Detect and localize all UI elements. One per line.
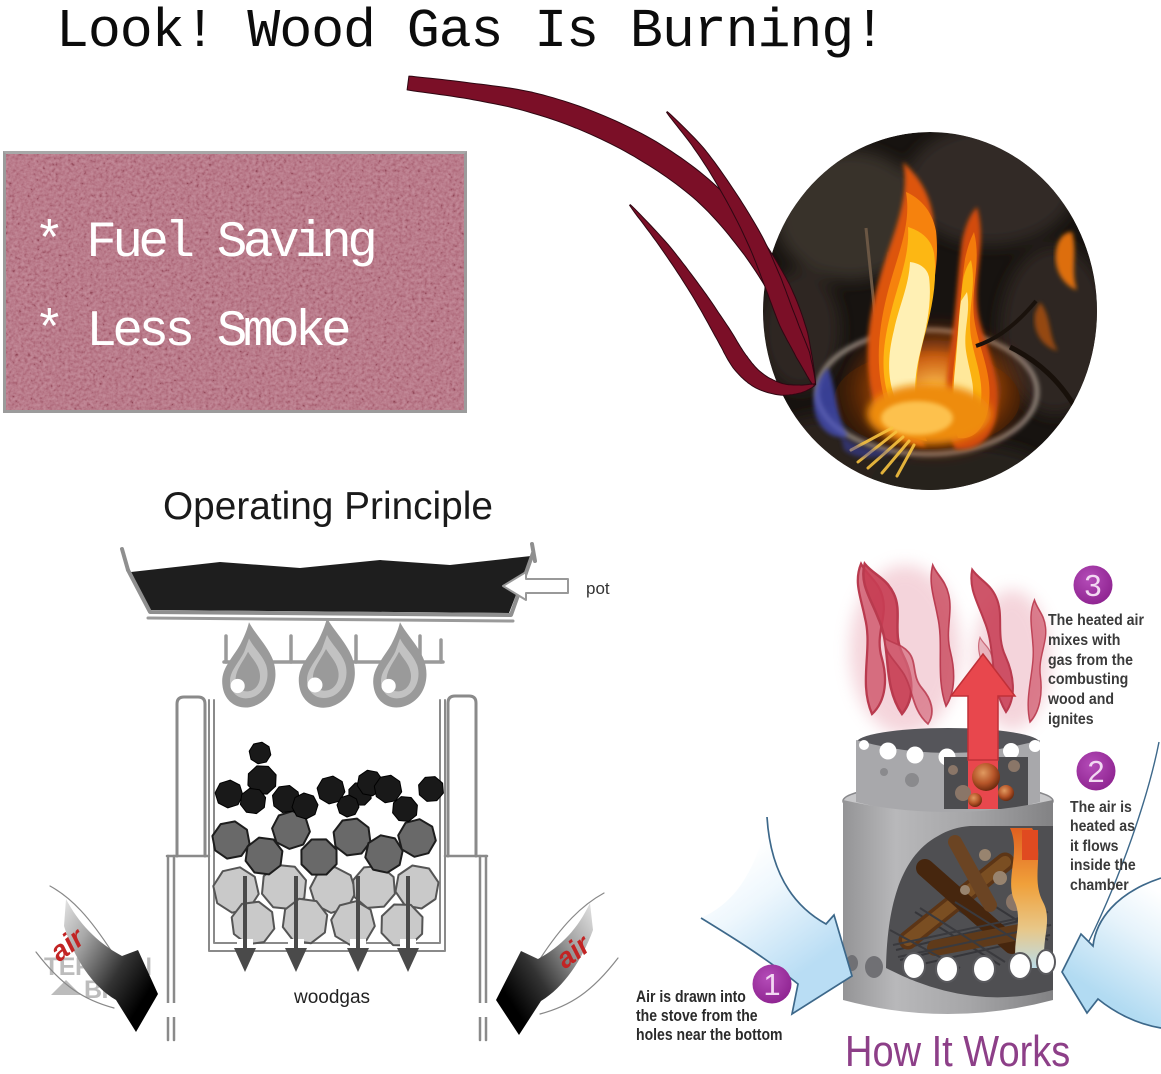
svg-text:2: 2	[1087, 754, 1104, 789]
svg-text:1: 1	[763, 967, 780, 1002]
svg-text:3: 3	[1084, 568, 1101, 603]
